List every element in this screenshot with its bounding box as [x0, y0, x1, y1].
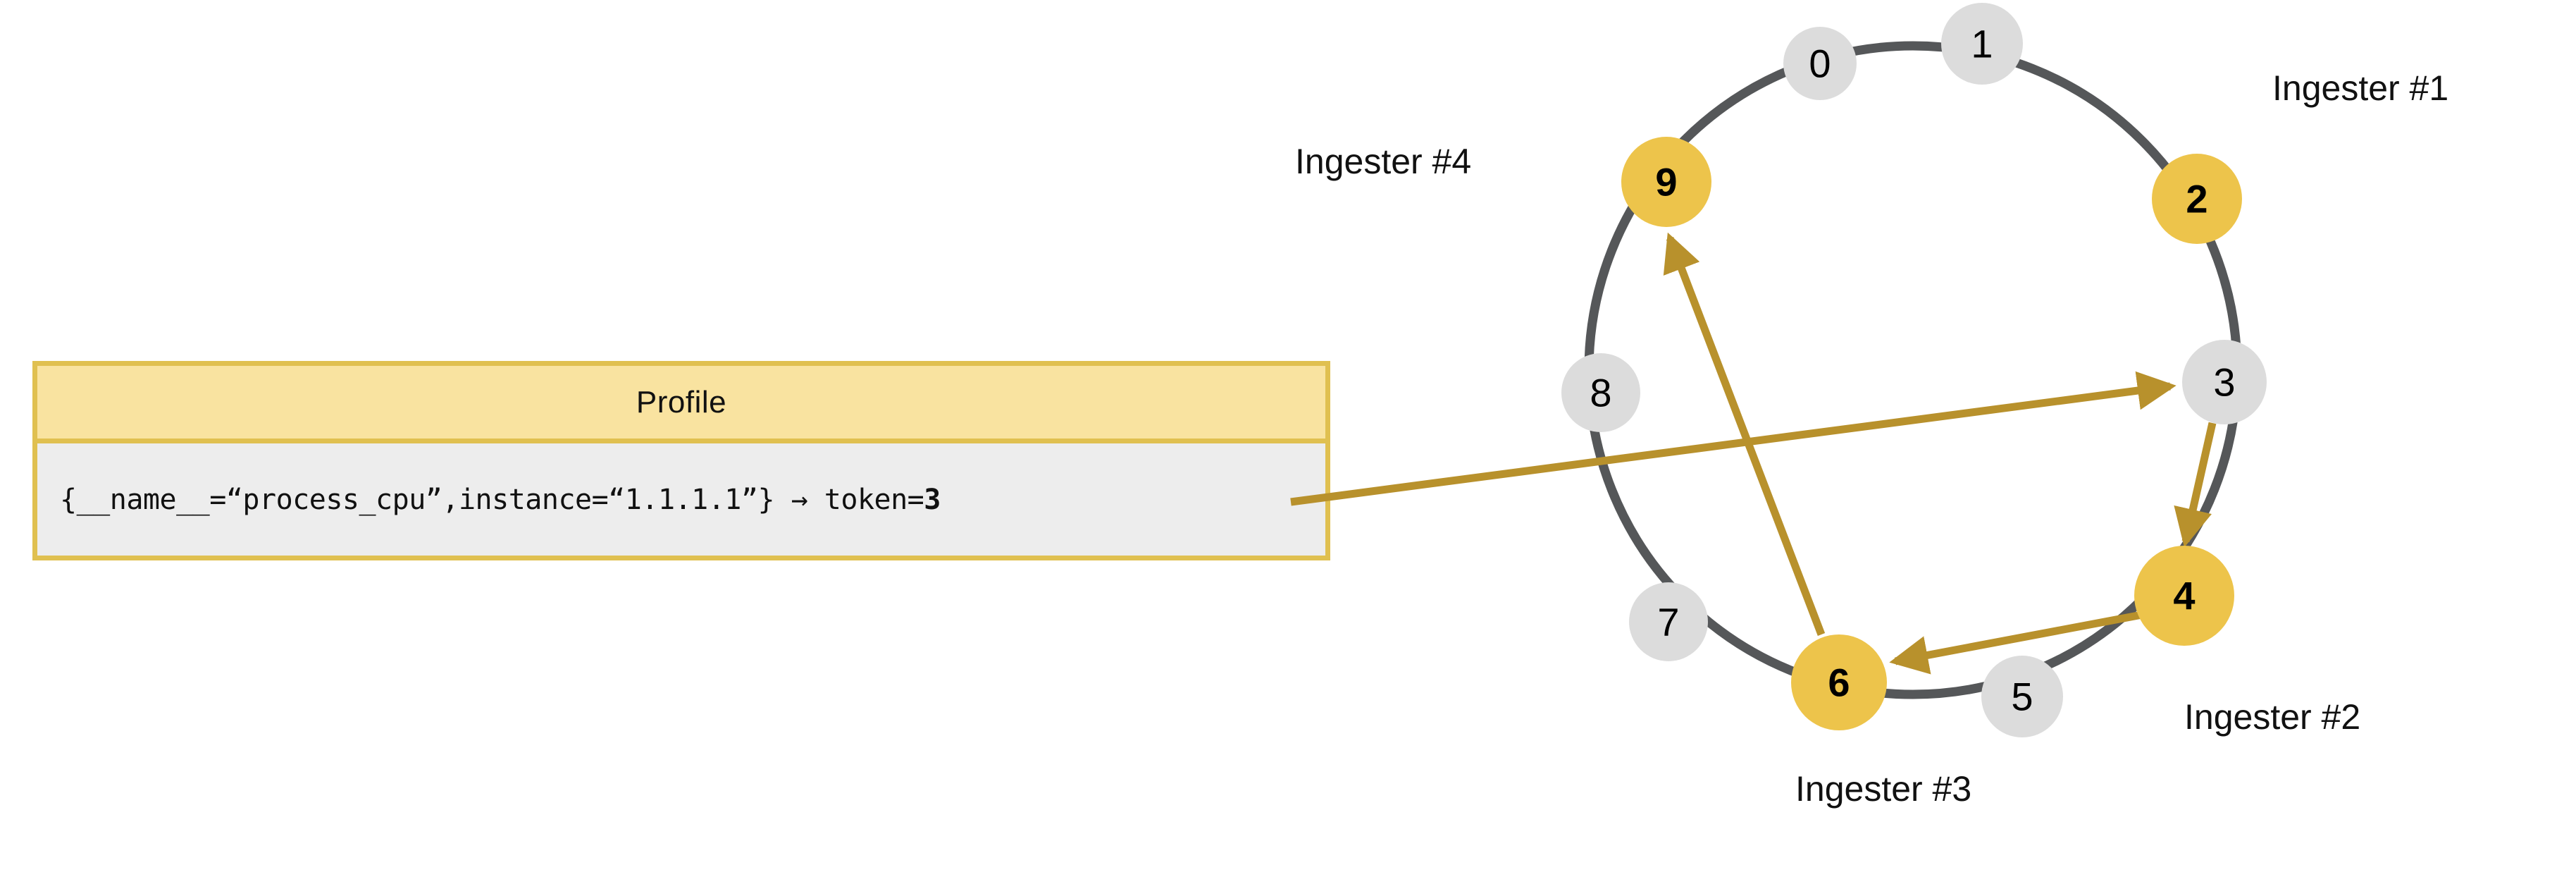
ring-node-7[interactable]: 7: [1629, 582, 1708, 661]
profile-expression-prefix: {__name__=“process_cpu”,instance=“1.1.1.…: [60, 483, 924, 516]
ring-node-label: 9: [1655, 160, 1677, 204]
ring-node-label: 3: [2213, 360, 2235, 405]
ring-node-circle: [2134, 546, 2234, 646]
ingester-label-1: Ingester #1: [2272, 68, 2449, 108]
arrow-token-6-to-token-9: [1663, 232, 1826, 636]
ring-node-circle: [1621, 137, 1711, 227]
ring-node-8[interactable]: 8: [1561, 353, 1640, 432]
ring-node-6[interactable]: 6: [1791, 634, 1887, 730]
arrow-profile-to-token-3: [1290, 371, 2176, 506]
ring-node-label: 5: [2011, 675, 2033, 719]
ring-node-3[interactable]: 3: [2182, 340, 2267, 424]
ring-node-circle: [1791, 634, 1887, 730]
ring-node-circle: [1941, 3, 2023, 85]
ring-node-0[interactable]: 0: [1783, 27, 1857, 100]
profile-expression: {__name__=“process_cpu”,instance=“1.1.1.…: [60, 484, 941, 516]
ring-node-9[interactable]: 9: [1621, 137, 1711, 227]
ring-node-label: 7: [1657, 600, 1679, 644]
ingester-label-3: Ingester #3: [1795, 769, 1972, 809]
ring-node-4[interactable]: 4: [2134, 546, 2234, 646]
ingester-label-4: Ingester #4: [1295, 142, 1472, 181]
ring-node-2[interactable]: 2: [2152, 154, 2242, 244]
ring-node-circle: [1783, 27, 1857, 100]
profile-card-body: {__name__=“process_cpu”,instance=“1.1.1.…: [37, 443, 1325, 556]
ring-node-label: 6: [1828, 661, 1850, 705]
ring-node-circle: [1629, 582, 1708, 661]
arrow-token-3-to-token-4: [2174, 422, 2217, 548]
ring-node-label: 0: [1809, 42, 1831, 86]
ring-node-1[interactable]: 1: [1941, 3, 2023, 85]
ring-node-circle: [1561, 353, 1640, 432]
ring-node-label: 2: [2186, 177, 2207, 221]
ring-node-label: 8: [1590, 371, 1611, 415]
profile-expression-token: 3: [924, 483, 941, 516]
ingester-label-2: Ingester #2: [2184, 697, 2361, 737]
ring-node-circle: [2182, 340, 2267, 424]
ring-node-circle: [2152, 154, 2242, 244]
profile-card-title: Profile: [636, 384, 727, 419]
arrow-token-4-to-token-6: [1889, 611, 2143, 675]
ring-node-label: 4: [2173, 574, 2195, 618]
profile-card-header: Profile: [37, 366, 1325, 443]
ring-node-5[interactable]: 5: [1981, 656, 2063, 737]
ring-node-label: 1: [1971, 22, 1993, 66]
profile-card: Profile {__name__=“process_cpu”,instance…: [32, 361, 1330, 560]
ring-node-circle: [1981, 656, 2063, 737]
